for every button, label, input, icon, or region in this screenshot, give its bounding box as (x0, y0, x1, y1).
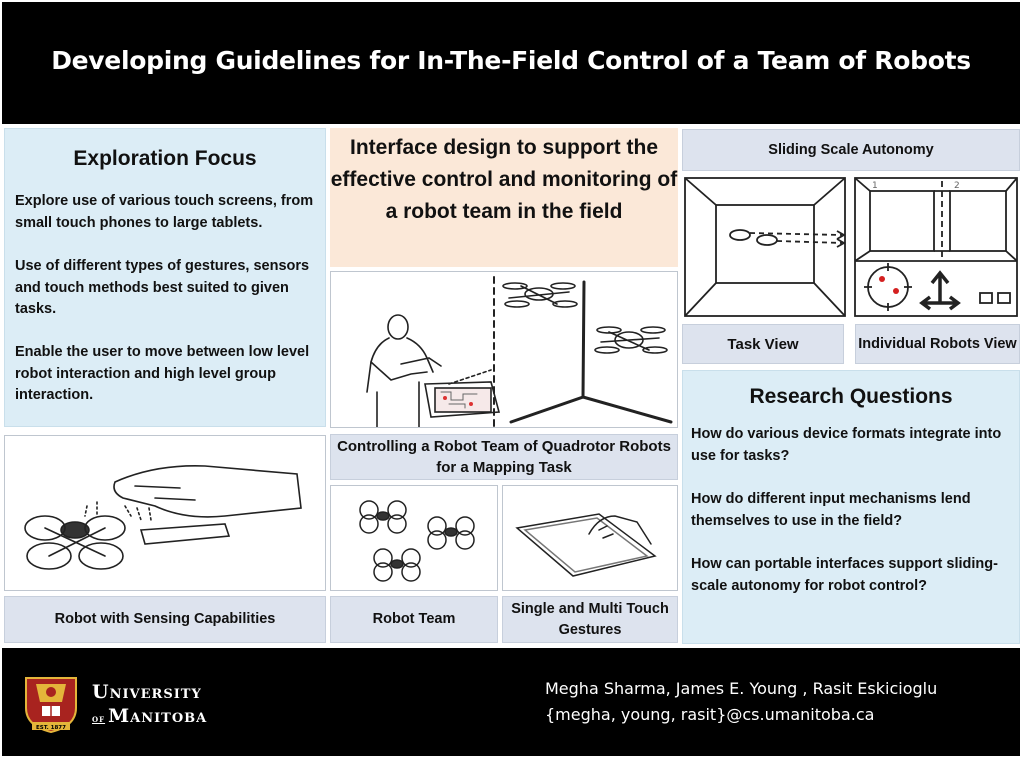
room-number-1: 1 (872, 181, 878, 191)
author-block: Megha Sharma, James E. Young , Rasit Esk… (545, 676, 937, 728)
robot-team-caption: Robot Team (330, 596, 498, 643)
interface-design-text: Interface design to support the effectiv… (330, 136, 678, 223)
task-view-sketch (682, 175, 852, 320)
poster-title: Developing Guidelines for In-The-Field C… (51, 46, 971, 75)
sensing-robot-drawing (24, 465, 302, 570)
research-question: How can portable interfaces support slid… (691, 556, 998, 594)
research-questions-title: Research Questions (749, 385, 953, 408)
crest-year: EST. 1877 (36, 725, 66, 731)
university-crest-logo: EST. 1877 (22, 674, 80, 734)
interface-design-box: Interface design to support the effectiv… (330, 128, 678, 267)
task-view-label: Task View (682, 324, 844, 364)
sensing-robot-sketch (4, 435, 326, 591)
robot-team-drawing (359, 500, 475, 582)
individual-robots-view-label: Individual Robots View (855, 324, 1020, 364)
robot-team-sketch (330, 485, 498, 591)
gestures-caption: Single and Multi Touch Gestures (502, 596, 678, 643)
room-number-2: 2 (954, 181, 960, 191)
controlling-caption: Controlling a Robot Team of Quadrotor Ro… (330, 434, 678, 480)
university-of: of (92, 714, 106, 725)
exploration-paragraph: Enable the user to move between low leve… (15, 344, 310, 403)
exploration-focus-title: Exploration Focus (73, 147, 257, 170)
task-view-drawing (684, 177, 846, 317)
individual-view-drawing: 1 2 (854, 177, 1018, 317)
mapping-task-drawing (366, 276, 673, 427)
research-questions-panel: Research Questions How do various device… (682, 370, 1020, 644)
touch-gestures-drawing (515, 513, 657, 577)
author-names: Megha Sharma, James E. Young , Rasit Esk… (545, 679, 938, 698)
author-emails: {megha, young, rasit}@cs.umanitoba.ca (545, 705, 875, 724)
research-question: How do various device formats integrate … (691, 426, 1002, 464)
research-question: How do different input mechanisms lend t… (691, 491, 971, 529)
sensing-caption: Robot with Sensing Capabilities (4, 596, 326, 643)
exploration-paragraph: Explore use of various touch screens, fr… (15, 193, 314, 231)
exploration-paragraph: Use of different types of gestures, sens… (15, 258, 310, 317)
university-name-line2: Manitoba (108, 705, 208, 727)
university-name-line1: University (92, 681, 202, 703)
individual-view-sketch: 1 2 (852, 175, 1020, 320)
touch-gestures-sketch (502, 485, 678, 591)
mapping-task-sketch (330, 271, 678, 428)
crest-icon: EST. 1877 (25, 677, 77, 734)
poster-header: Developing Guidelines for In-The-Field C… (2, 2, 1020, 124)
exploration-focus-panel: Exploration Focus Explore use of various… (4, 128, 326, 427)
sliding-scale-label: Sliding Scale Autonomy (682, 129, 1020, 171)
